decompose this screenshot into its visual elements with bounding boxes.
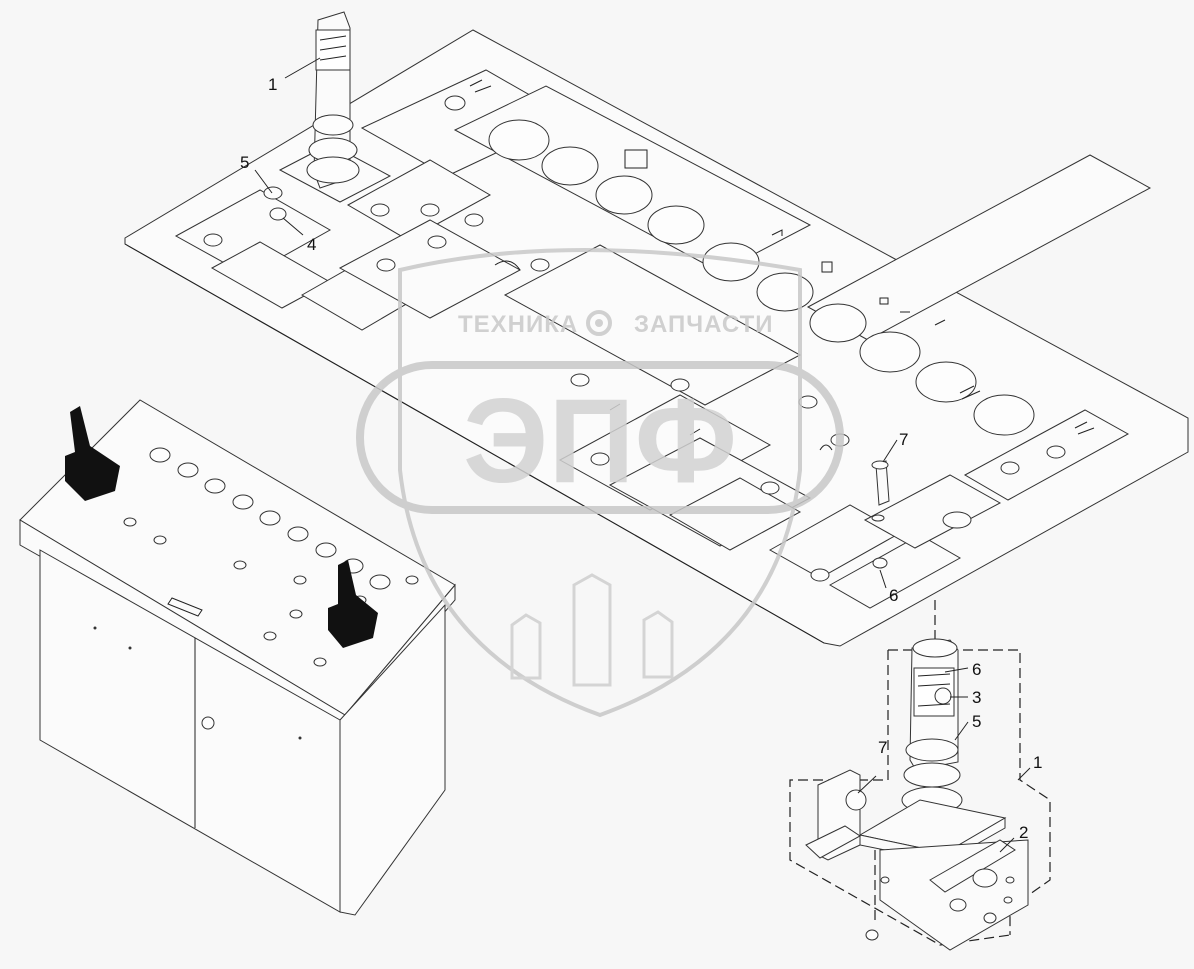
callout-5-top: 5: [240, 153, 249, 172]
control-panel-exploded: [124, 11, 1189, 647]
callout-7-mid: 7: [899, 430, 908, 449]
leader-lines: [254, 57, 1031, 853]
joystick-detail-assembly: [789, 600, 1051, 951]
callout-7-detail: 7: [878, 738, 887, 757]
wheat-icon: [510, 573, 674, 687]
callout-4-top: 4: [307, 235, 316, 254]
callout-3-detail: 3: [972, 688, 981, 707]
watermark: ТЕХНИКА ЗАПЧАСТИ ЭПФ: [356, 248, 844, 718]
callout-5-detail: 5: [972, 712, 981, 731]
watermark-logo: ЭПФ: [463, 374, 737, 508]
small-joystick-item7: [871, 460, 890, 522]
control-cabinet: [19, 399, 456, 916]
callout-6-detail: 6: [972, 660, 981, 679]
joystick-right: [328, 560, 378, 648]
joystick-on-panel: [278, 11, 392, 203]
callout-2-detail: 2: [1019, 823, 1028, 842]
callout-1-top: 1: [268, 75, 277, 94]
watermark-brand-right: ЗАПЧАСТИ: [634, 311, 774, 338]
watermark-brand-left: ТЕХНИКА: [458, 311, 578, 338]
callout-6-mid: 6: [889, 586, 898, 605]
callout-1-detail: 1: [1033, 753, 1042, 772]
joystick-left: [65, 406, 120, 501]
gear-icon: [586, 310, 612, 336]
